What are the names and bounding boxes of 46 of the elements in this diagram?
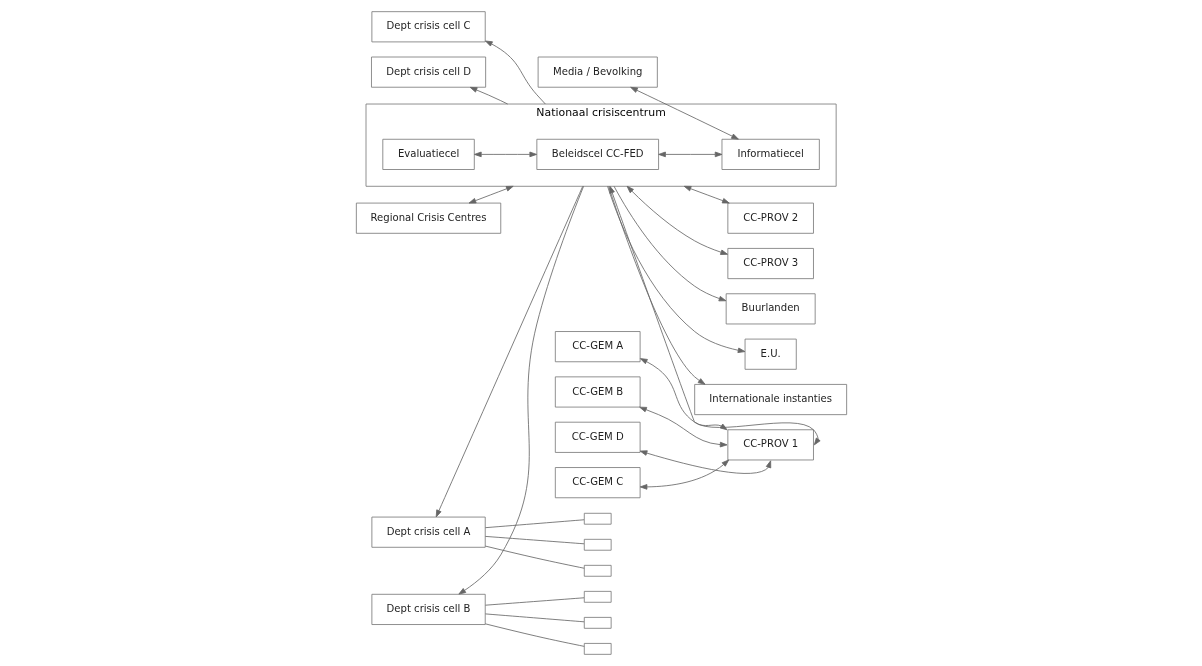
node-box: Buurlanden	[725, 293, 816, 325]
node-box: CC-GEM D	[554, 421, 641, 453]
arrow	[626, 185, 728, 255]
node-box: CC-GEM A	[554, 331, 641, 363]
arrow	[639, 358, 727, 431]
arrow	[473, 151, 537, 158]
node-box: Media / Bevolking	[537, 56, 658, 88]
node-box	[583, 590, 612, 603]
node-box	[583, 564, 612, 577]
arrow	[639, 450, 771, 474]
node-box: Regional Crisis Centres	[355, 202, 501, 234]
arrow	[683, 185, 730, 204]
connector	[484, 545, 585, 569]
arrow	[468, 185, 514, 204]
node-box: CC-PROV 3	[726, 248, 814, 280]
node-box: Dept crisis cell B	[370, 593, 486, 625]
node-box	[583, 616, 612, 629]
node-box: CC-GEM C	[554, 467, 641, 499]
connector	[484, 613, 584, 623]
node-box	[583, 512, 612, 525]
node-box: Informatiecel	[721, 138, 820, 170]
node-box: Dept crisis cell A	[370, 516, 486, 548]
node-box: Dept crisis cell C	[370, 11, 486, 43]
node-box: Evaluatiecel	[381, 138, 475, 170]
node-box: Internationale instanties	[693, 384, 847, 416]
arrow	[457, 185, 584, 595]
connector	[484, 623, 585, 647]
node-box: Dept crisis cell D	[370, 56, 486, 88]
arrow	[639, 459, 729, 490]
arrow	[484, 40, 546, 105]
node-box: CC-GEM B	[554, 376, 641, 408]
arrow	[435, 185, 583, 518]
arrow	[638, 406, 727, 448]
arrow	[469, 86, 508, 105]
node-box: CC-PROV 2	[726, 202, 814, 234]
node-box: CC-PROV 1	[726, 429, 814, 461]
node-box	[583, 538, 612, 551]
node-box: E.U.	[744, 338, 797, 370]
arrow	[613, 185, 726, 302]
arrow	[629, 86, 739, 140]
node-box: Beleidscel CC-FED	[535, 138, 659, 170]
connector	[484, 519, 584, 529]
connector	[484, 535, 584, 545]
node-box	[583, 643, 612, 655]
connector	[484, 597, 584, 606]
arrow	[657, 151, 722, 158]
